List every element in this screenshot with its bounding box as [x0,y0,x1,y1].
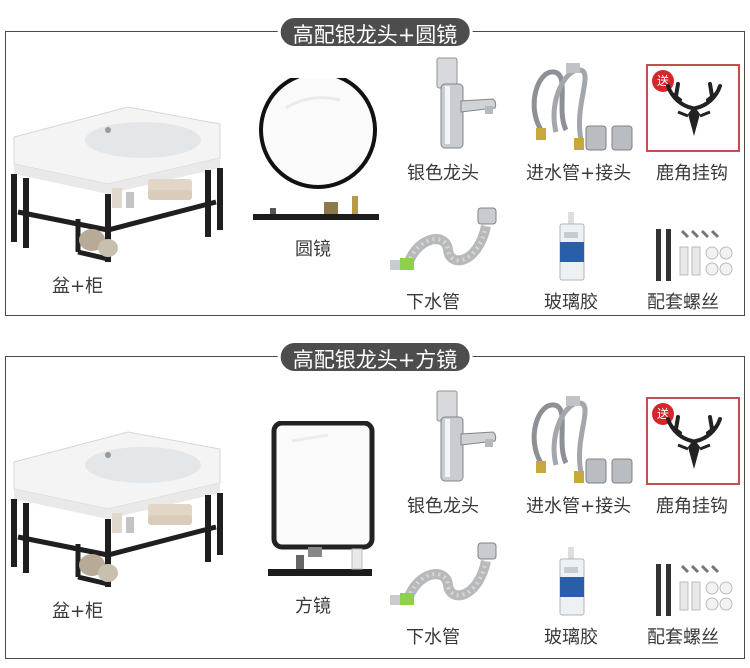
faucet-image [436,390,497,482]
glass-glue-image [559,212,585,281]
item-label-glue: 玻璃胶 [544,627,598,648]
item-label-hook: 鹿角挂钩 [656,496,728,517]
gift-frame: 送 [646,64,740,152]
item-label-drain: 下水管 [406,292,460,313]
item-label-inlet: 进水管+接头 [526,496,632,517]
item-label-screws: 配套螺丝 [647,292,719,313]
inlet-hose-image [531,396,633,484]
faucet-image [436,57,497,149]
item-label-hook: 鹿角挂钩 [656,163,728,184]
square-mirror-image [268,421,375,576]
drain-pipe-image [390,207,497,270]
package-title: 高配银龙头+圆镜 [277,15,473,49]
antler-hook-icon [666,82,722,136]
drain-pipe-image [390,542,497,605]
package-panel-square-mirror: 高配银龙头+方镜 盆+柜 方镜 银色龙头 [5,340,745,659]
basin-cabinet-image [11,106,223,262]
item-label-mirror: 方镜 [295,596,331,617]
item-label-basin: 盆+柜 [52,601,104,622]
item-label-drain: 下水管 [406,627,460,648]
screw-set-image [656,564,733,616]
item-label-inlet: 进水管+接头 [526,163,632,184]
package-title: 高配银龙头+方镜 [277,340,473,374]
antler-hook-icon [666,415,722,469]
item-label-faucet: 银色龙头 [407,496,479,517]
screw-set-image [656,229,733,281]
item-label-faucet: 银色龙头 [407,163,479,184]
round-mirror-image [253,78,379,220]
item-label-glue: 玻璃胶 [544,292,598,313]
gift-frame: 送 [646,397,740,485]
item-label-mirror: 圆镜 [295,239,331,260]
inlet-hose-image [531,63,633,151]
item-label-basin: 盆+柜 [52,276,104,297]
basin-cabinet-image [11,431,223,587]
glass-glue-image [559,547,585,616]
package-panel-round-mirror: 高配银龙头+圆镜 盆+柜 圆镜 银色龙头 [5,15,745,316]
item-label-screws: 配套螺丝 [647,627,719,648]
